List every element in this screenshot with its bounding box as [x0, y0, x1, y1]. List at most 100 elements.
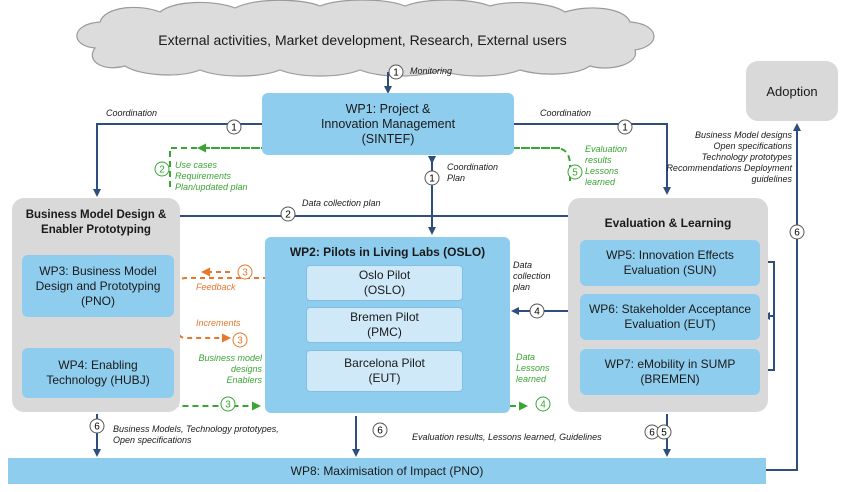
eval-results-line2: results: [585, 155, 612, 165]
badge-3-feedback: 3: [237, 264, 253, 280]
badge-6-eval: 6: [644, 424, 660, 440]
data-collection-plan-label: Data collection plan: [302, 198, 381, 208]
badge-1-monitoring: 1: [388, 64, 404, 80]
use-cases-line2: Requirements: [175, 171, 232, 181]
eval-results-label: Evaluation results Lessons learned: [585, 144, 627, 188]
badge-2-data-collection: 2: [280, 206, 296, 222]
badge-6-adoption-text: 6: [794, 228, 800, 239]
wp8-to-adoption-arrow: [766, 123, 801, 471]
badge-5-eval-text: 5: [661, 428, 667, 439]
badge-4-data-collection-text: 4: [534, 307, 540, 318]
cloud-label: External activities, Market development,…: [158, 32, 567, 48]
badge-6-adoption: 6: [789, 224, 805, 240]
wp7-box: WP7: eMobility in SUMP (BREMEN): [580, 349, 760, 395]
data-collection-right-line2: collection: [513, 271, 551, 281]
wp6-line1: WP6: Stakeholder Acceptance: [588, 302, 752, 316]
eval-results-line3: Lessons: [585, 166, 619, 176]
wp5-box: WP5: Innovation Effects Evaluation (SUN): [580, 240, 760, 286]
wp5-line1: WP5: Innovation Effects: [606, 248, 734, 262]
eval-results-line4: learned: [585, 177, 616, 187]
wp8-label: WP8: Maximisation of Impact (PNO): [290, 464, 484, 478]
badge-3-increments: 3: [232, 332, 248, 348]
badge-4-data-lessons: 4: [535, 396, 551, 412]
wp6-box: WP6: Stakeholder Acceptance Evaluation (…: [580, 294, 760, 340]
bmd-title-line1: Business Model Design &: [25, 209, 167, 221]
bm-enablers-line3: Enablers: [226, 375, 262, 385]
bm-outputs-line3: Technology prototypes: [701, 152, 792, 162]
oslo-pilot-line2: (OSLO): [363, 283, 406, 297]
data-lessons-line2: Lessons: [516, 363, 550, 373]
badge-1-coordination-plan: 1: [424, 170, 440, 186]
badge-1-coordination-right: 1: [617, 119, 633, 135]
badge-3-enablers-text: 3: [225, 400, 231, 411]
bm-outputs-line1: Business Model designs: [694, 130, 792, 140]
badge-6-wp2-text: 6: [377, 426, 383, 437]
badge-1-coordination-right-text: 1: [622, 123, 628, 134]
wp3-line3: (PNO): [81, 293, 115, 308]
wp7-line1: WP7: eMobility in SUMP: [604, 357, 736, 371]
badge-6-wp2: 6: [372, 422, 388, 438]
bremen-pilot-line1: Bremen Pilot: [350, 310, 419, 324]
wp3-box: WP3: Business Model Design and Prototypi…: [22, 255, 174, 317]
wp6-line2: Evaluation (EUT): [624, 317, 716, 331]
adoption-label: Adoption: [766, 83, 818, 99]
data-lessons-line3: learned: [516, 374, 547, 384]
wp3-line1: WP3: Business Model: [39, 263, 157, 278]
badge-6-bmd-text: 6: [94, 422, 100, 433]
coordination-plan-label: Coordination Plan: [447, 162, 498, 184]
badge-3-feedback-text: 3: [242, 268, 248, 279]
data-lessons-label: Data Lessons learned: [516, 352, 550, 385]
bmd-title-line2: Enabler Prototyping: [41, 224, 151, 236]
bottom-right-label: Evaluation results, Lessons learned, Gui…: [412, 432, 602, 442]
data-collection-right-label: Data collection plan: [513, 260, 551, 293]
adoption-box: Adoption: [746, 61, 838, 121]
wp4-line1: WP4: Enabling: [58, 358, 138, 372]
wp1-line3: (SINTEF): [361, 131, 415, 146]
bm-enablers-label: Business model designs Enablers: [190, 353, 262, 386]
bm-enablers-line2: designs: [230, 364, 262, 374]
coordination-left-label: Coordination: [106, 108, 158, 118]
badge-6-eval-text: 6: [649, 428, 655, 439]
feedback-label: Feedback: [196, 282, 236, 292]
badge-3-enablers: 3: [220, 396, 236, 412]
wp3-line2: Design and Prototyping: [35, 278, 161, 293]
badge-2-use-cases: 2: [154, 161, 170, 177]
bm-enablers-line1: Business model: [198, 353, 262, 363]
cloud-shape: [76, 0, 655, 77]
badge-1-coordination-left: 1: [226, 119, 242, 135]
eval-results-line1: Evaluation: [585, 144, 628, 154]
badge-5-eval: 5: [656, 424, 672, 440]
wp4-line2: Technology (HUBJ): [46, 373, 150, 387]
bm-outputs-line4: Recommendations Deployment: [666, 163, 792, 173]
badge-1-coordination-plan-text: 1: [429, 174, 435, 185]
wp8-bar: WP8: Maximisation of Impact (PNO): [8, 458, 766, 484]
coordination-right-label: Coordination: [540, 108, 592, 118]
oslo-pilot-line1: Oslo Pilot: [358, 268, 411, 282]
wp1-line1: WP1: Project &: [345, 101, 431, 116]
coordination-right-arrow: [514, 123, 671, 195]
orange-loop-lower: [177, 277, 268, 343]
increments-label: Increments: [196, 318, 241, 328]
bottom-left-label: Business Models, Technology prototypes, …: [113, 424, 279, 446]
wp2-title: WP2: Pilots in Living Labs (OSLO): [289, 245, 486, 259]
badge-5-eval-results-text: 5: [572, 168, 578, 179]
badge-4-data-collection: 4: [529, 303, 545, 319]
coordination-left-arrow: [93, 123, 262, 197]
eval-title: Evaluation & Learning: [604, 216, 732, 230]
wp1-box: WP1: Project & Innovation Management (SI…: [262, 93, 514, 155]
oslo-pilot-box: Oslo Pilot (OSLO): [306, 265, 463, 301]
bm-outputs-label: Business Model designs Open specificatio…: [642, 130, 792, 185]
barcelona-pilot-line2: (EUT): [368, 371, 401, 385]
badge-2-data-collection-text: 2: [285, 210, 291, 221]
barcelona-pilot-line1: Barcelona Pilot: [344, 356, 425, 370]
wp4-box: WP4: Enabling Technology (HUBJ): [22, 348, 174, 398]
badge-3-increments-text: 3: [237, 336, 243, 347]
bottom-left-line1: Business Models, Technology prototypes,: [113, 424, 279, 434]
coordination-plan-line2: Plan: [447, 173, 466, 183]
bremen-pilot-line2: (PMC): [367, 325, 402, 339]
badge-5-eval-results: 5: [567, 164, 583, 180]
data-lessons-line1: Data: [516, 352, 536, 362]
badge-1-monitoring-text: 1: [393, 68, 399, 79]
data-collection-right-line3: plan: [513, 282, 531, 292]
